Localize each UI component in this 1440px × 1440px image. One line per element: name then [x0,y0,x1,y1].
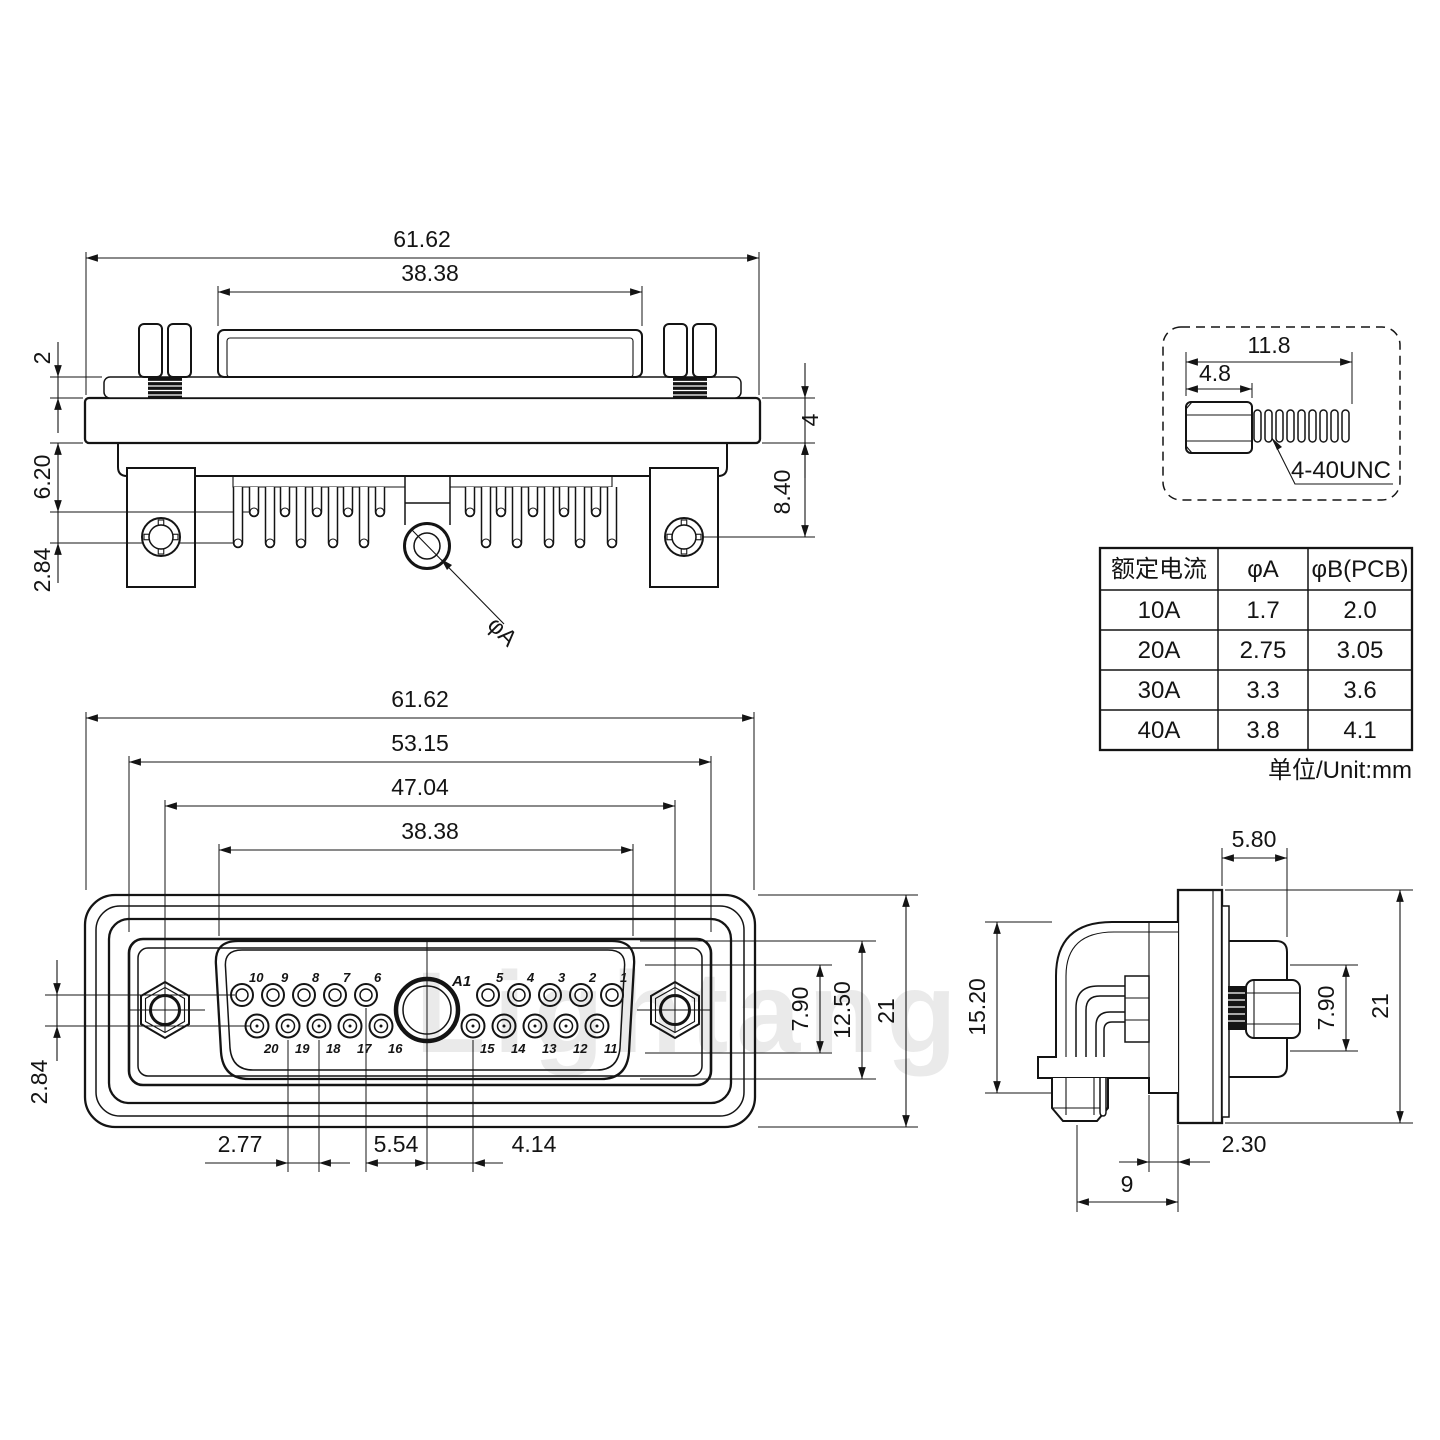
table-cell: 3.8 [1246,717,1279,744]
table-header-current: 额定电流 [1111,556,1207,583]
dim-side-height: 21 [1367,993,1393,1019]
face-pins-bottom: 20 19 18 17 16 15 14 13 12 11 [244,1013,618,1056]
dim-face-pitch: 2.77 [218,1131,263,1157]
pin-label-7: 7 [343,970,351,985]
pin-label-10: 10 [249,970,264,985]
pin-label-9: 9 [281,970,289,985]
dim-face-row: 2.84 [26,1059,52,1104]
pin-label-13: 13 [542,1041,557,1056]
watermark: Lightang [415,949,964,1077]
table-cell: 2.75 [1240,637,1287,664]
pin-label-1: 1 [620,970,627,985]
dim-face-shell: 12.50 [829,981,855,1039]
center-contact-a1 [393,976,461,1044]
dim-top-below: 8.40 [769,470,795,515]
dim-face-shroud: 38.38 [401,818,459,844]
pin-label-20: 20 [263,1041,279,1056]
table-cell: 2.0 [1343,597,1376,624]
pin-label-2: 2 [588,970,597,985]
pin-label-17: 17 [357,1041,372,1056]
dim-top-shroud: 38.38 [401,260,459,286]
pin-label-11: 11 [604,1041,618,1056]
table-cell: 3.6 [1343,677,1376,704]
dim-top-body: 6.20 [29,455,55,500]
dim-face-height: 21 [873,998,899,1024]
dim-top-width: 61.62 [393,226,451,252]
dim-side-body: 15.20 [964,978,990,1036]
screw-threads [1253,409,1350,443]
dim-face-width: 61.62 [391,686,449,712]
table-cell: 3.3 [1246,677,1279,704]
pin-label-18: 18 [326,1041,341,1056]
table-cell: 10A [1138,597,1181,624]
face-pins-top: 10 9 8 7 6 5 4 3 2 1 [230,970,627,1007]
screw-detail: 11.8 4.8 4-40UNC [1162,326,1401,501]
table-cell: 3.05 [1337,637,1384,664]
pin-label-3: 3 [558,970,566,985]
dim-top-tail: 2.84 [29,547,55,592]
pin-label-12: 12 [573,1041,588,1056]
dim-side-depth: 9 [1121,1171,1134,1197]
unit-note: 单位/Unit:mm [1268,757,1412,784]
dim-face-mount: 47.04 [391,774,449,800]
dim-top-gasket: 2 [29,352,55,365]
dim-top-flange: 4 [797,413,823,426]
pin-label-16: 16 [388,1041,403,1056]
table-header-phiB: φB(PCB) [1312,556,1409,583]
dim-screw-length: 11.8 [1247,332,1290,358]
pin-label-a1: A1 [451,973,471,990]
side-view: 5.80 15.20 7.90 21 2.30 9 [964,826,1413,1212]
dim-screw-head: 4.8 [1199,360,1231,386]
dim-face-panel: 53.15 [391,730,449,756]
table-cell: 1.7 [1246,597,1279,624]
top-view: 61.62 38.38 [29,226,823,652]
hole-callout: φA [483,611,523,651]
table-cell: 40A [1138,717,1181,744]
pin-label-19: 19 [295,1041,310,1056]
pin-label-5: 5 [496,970,504,985]
pin-label-15: 15 [480,1041,495,1056]
pin-label-14: 14 [511,1041,526,1056]
pin-label-4: 4 [526,970,535,985]
table-cell: 30A [1138,677,1181,704]
face-view: Lightang 61.62 53.15 47.04 38.38 [26,686,964,1172]
spec-table: 额定电流 φA φB(PCB) 10A 1.7 2.0 20A 2.75 3.0… [1098,546,1414,784]
dim-face-rightgap: 4.14 [512,1131,557,1157]
table-header-phiA: φA [1247,556,1279,583]
pin-label-6: 6 [374,970,382,985]
dim-side-gap: 2.30 [1222,1131,1267,1157]
dim-face-leftgap: 5.54 [374,1131,419,1157]
table-cell: 20A [1138,637,1181,664]
dim-side-head: 7.90 [1313,986,1339,1031]
dim-side-front: 5.80 [1232,826,1277,852]
table-cell: 4.1 [1343,717,1376,744]
pin-label-8: 8 [312,970,320,985]
dim-face-opening: 7.90 [787,987,813,1032]
bracket-hole-right [664,517,704,557]
bracket-hole-left [141,517,181,557]
thread-spec-label: 4-40UNC [1291,457,1391,484]
